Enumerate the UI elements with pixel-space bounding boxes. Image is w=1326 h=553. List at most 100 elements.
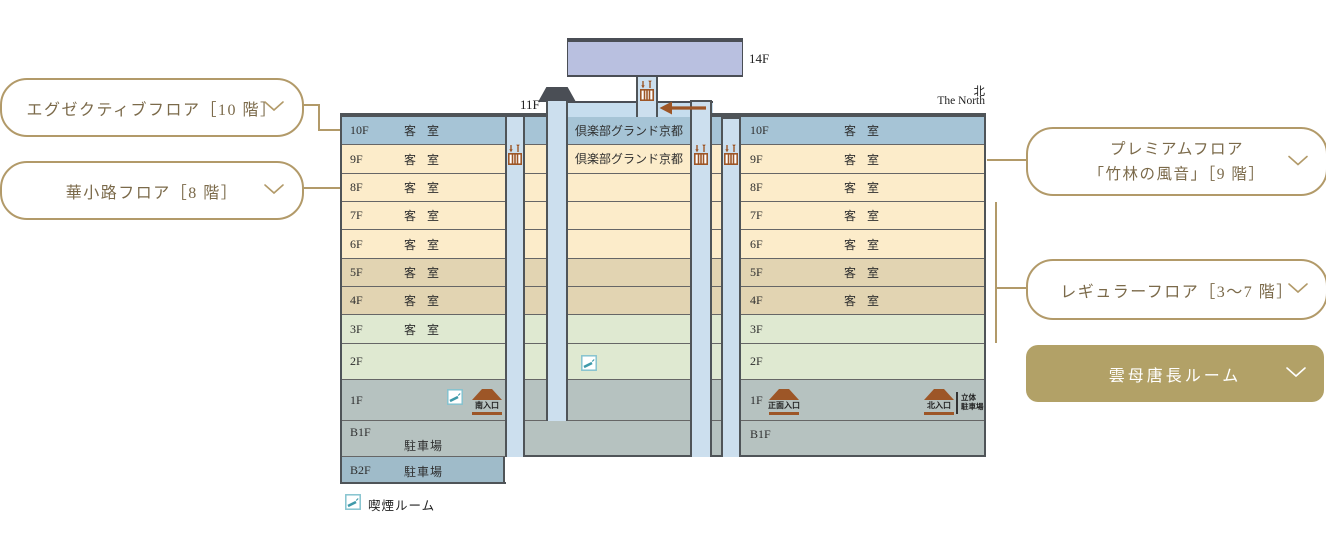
room-label: 客 室 <box>843 294 883 308</box>
entrance-underline <box>472 412 502 415</box>
building-outline <box>984 113 986 457</box>
room-label: 客 室 <box>403 237 443 252</box>
arrow-left-icon <box>659 101 706 115</box>
left-wing-floor-6f: 6F 客 室 <box>342 230 505 259</box>
chevron-down-icon <box>264 99 284 117</box>
executive-floor-label: エグゼクティブフロア［10 階］ <box>26 101 278 119</box>
label-north-kanji: 北 <box>973 86 986 98</box>
south-entrance-marker: 南入口 <box>470 389 504 415</box>
divider <box>956 392 958 414</box>
b2f-parking-label: 駐車場 <box>404 465 444 479</box>
chevron-down-icon <box>1288 149 1308 174</box>
regular-floor-label: レギュラーフロア［3〜7 階］ <box>1060 283 1294 301</box>
right-wing-floor-9f: 9F 客 室 <box>742 145 985 174</box>
stair-shaft <box>546 101 568 421</box>
smoking-room-icon <box>345 494 361 510</box>
connector-regular-h <box>997 287 1026 289</box>
right-wing-floor-10f: 10F 客 室 <box>742 117 985 145</box>
building-outline <box>712 113 985 117</box>
smoking-legend-label: 喫煙ルーム <box>368 499 436 513</box>
kira-karacho-room-button[interactable]: 雲母唐長ルーム <box>1026 345 1324 402</box>
label-11f: 11F <box>520 97 540 112</box>
connector-executive-v <box>318 104 320 131</box>
floor-label: B1F <box>350 425 371 439</box>
floor-label: B2F <box>350 462 371 477</box>
floor-label: 2F <box>750 354 763 368</box>
room-label: 客 室 <box>843 237 883 252</box>
connector-executive-h1 <box>300 104 320 106</box>
floor-label: 9F <box>750 151 763 166</box>
connector-premium <box>987 159 1026 161</box>
floor-label: 4F <box>750 293 763 307</box>
right-wing-floor-b1f: B1F <box>742 421 985 457</box>
kira-karacho-room-label: 雲母唐長ルーム <box>1108 367 1242 385</box>
executive-floor-button[interactable]: エグゼクティブフロア［10 階］ <box>0 78 304 137</box>
elevator-icon <box>723 144 738 165</box>
left-wing-floor-b1f: B1F <box>342 421 505 457</box>
north-entrance-label: 北入口 <box>927 401 951 410</box>
floor-label: 4F <box>350 293 363 307</box>
entrance-underline <box>924 412 954 415</box>
chevron-down-icon <box>1288 281 1308 299</box>
rooftop-14f-block <box>567 38 743 77</box>
building-outline <box>340 113 342 484</box>
connector-hanakoji <box>300 187 343 189</box>
left-wing-floor-9f: 9F 客 室 <box>342 145 505 174</box>
chevron-down-icon <box>1286 365 1306 383</box>
left-wing-floor-10f: 10F 客 室 <box>342 117 505 145</box>
right-wing-floor-2f: 2F <box>742 344 985 380</box>
building-outline <box>505 455 985 457</box>
building-outline <box>340 482 506 484</box>
connector-regular-v <box>995 202 997 343</box>
floor-label: 3F <box>750 321 763 336</box>
chevron-down-icon <box>264 182 284 200</box>
floor-label: 6F <box>350 236 363 251</box>
floor-label: 7F <box>350 208 363 222</box>
elevator-icon <box>693 144 708 165</box>
left-wing-floor-3f: 3F 客 室 <box>342 315 505 344</box>
right-wing-floor-8f: 8F 客 室 <box>742 174 985 202</box>
floor-label: 10F <box>350 123 369 137</box>
floor-label: 1F <box>350 392 363 407</box>
building-outline <box>342 113 546 117</box>
premium-floor-button[interactable]: プレミアムフロア 「竹林の風音」［9 階］ <box>1026 127 1326 196</box>
hanakoji-floor-label: 華小路フロア［8 階］ <box>65 184 239 202</box>
shaft-roof <box>538 87 576 102</box>
room-label: 客 室 <box>843 124 883 138</box>
floor-label: 5F <box>350 265 363 279</box>
elevator-icon <box>639 80 654 101</box>
smoking-room-icon <box>581 355 597 371</box>
left-wing-floor-7f: 7F 客 室 <box>342 202 505 230</box>
label-14f: 14F <box>749 51 770 66</box>
room-label: 客 室 <box>843 266 883 280</box>
right-wing-floor-3f: 3F <box>742 315 985 344</box>
room-label: 客 室 <box>403 181 443 195</box>
floor-label: B1F <box>750 427 771 441</box>
b1f-parking-label: 駐車場 <box>404 439 444 453</box>
club-grand-kyoto-10f: 倶楽部グランド京都 <box>574 124 683 138</box>
right-wing-floor-6f: 6F 客 室 <box>742 230 985 259</box>
right-wing-floor-5f: 5F 客 室 <box>742 259 985 287</box>
regular-floor-button[interactable]: レギュラーフロア［3〜7 階］ <box>1026 259 1326 320</box>
room-label: 客 室 <box>843 181 883 195</box>
right-wing-floor-4f: 4F 客 室 <box>742 287 985 315</box>
elevator-icon <box>507 144 522 165</box>
entrance-underline <box>769 412 799 415</box>
entrance-roof-icon <box>924 389 954 400</box>
room-label: 客 室 <box>843 152 883 167</box>
room-label: 客 室 <box>403 322 443 337</box>
floor-label: 8F <box>350 180 363 194</box>
connector-executive-h2 <box>318 129 343 131</box>
floor-label: 2F <box>350 354 363 368</box>
elevator-shaft <box>505 117 525 457</box>
room-label: 客 室 <box>403 294 443 308</box>
label-north-en: The North <box>937 95 985 107</box>
right-wing-floor-7f: 7F 客 室 <box>742 202 985 230</box>
room-label: 客 室 <box>403 209 443 223</box>
left-wing-floor-8f: 8F 客 室 <box>342 174 505 202</box>
hanakoji-floor-button[interactable]: 華小路フロア［8 階］ <box>0 161 304 220</box>
main-entrance-label: 正面入口 <box>768 401 800 410</box>
entrance-roof-icon <box>472 389 502 400</box>
elevator-shaft <box>690 100 712 457</box>
floor-label: 7F <box>750 208 763 222</box>
